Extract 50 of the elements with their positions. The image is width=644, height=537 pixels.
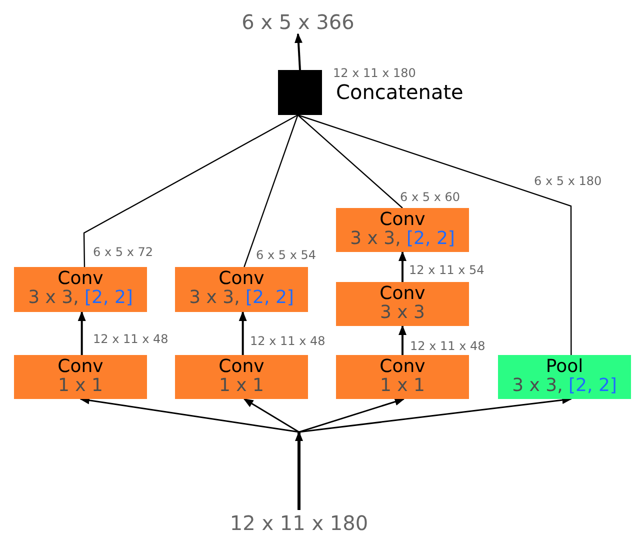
edge-label: 12 x 11 x 48 bbox=[93, 333, 168, 345]
layer-name: Conv bbox=[378, 211, 426, 229]
edge-label: 6 x 5 x 72 bbox=[93, 246, 153, 258]
edge-label: 6 x 5 x 180 bbox=[534, 175, 602, 187]
kernel-size: 1 x 1 bbox=[58, 375, 103, 396]
kernel-size: 1 x 1 bbox=[219, 375, 264, 396]
layer-name: Conv bbox=[56, 270, 104, 288]
arrow bbox=[398, 251, 406, 282]
layer-box bbox=[14, 267, 147, 312]
tensor-size-label: 6 x 5 x 366 bbox=[238, 12, 358, 34]
arrow bbox=[78, 311, 86, 355]
layer-box bbox=[175, 267, 308, 312]
kernel-size: 3 x 3, bbox=[350, 228, 401, 249]
connector-line bbox=[297, 114, 403, 208]
edge-label: 6 x 5 x 60 bbox=[400, 191, 460, 203]
layer-box bbox=[336, 208, 469, 252]
layer-name: Conv bbox=[378, 358, 426, 376]
stride: [2, 2] bbox=[406, 228, 455, 249]
edge-label: 12 x 11 x 48 bbox=[250, 335, 326, 347]
kernel-size: 3 x 3, bbox=[189, 287, 240, 308]
kernel-size: 3 x 3, bbox=[28, 287, 79, 308]
stride: [2, 2] bbox=[246, 287, 294, 308]
layer-name: Conv bbox=[56, 358, 104, 376]
edge-label: 12 x 11 x 54 bbox=[409, 264, 484, 276]
connector-line bbox=[244, 114, 298, 268]
layer-box bbox=[336, 282, 469, 326]
tensor-size-label: 12 x 11 x 180 bbox=[226, 513, 372, 535]
kernel-size: 3 x 3, bbox=[512, 375, 563, 396]
arrow bbox=[398, 325, 406, 355]
layer-name: Conv bbox=[218, 270, 266, 288]
arrow bbox=[294, 33, 302, 70]
layer-name: Conv bbox=[378, 285, 426, 303]
node-caption: Concatenate bbox=[336, 82, 464, 102]
layer-box bbox=[336, 355, 469, 399]
layer-name: Pool bbox=[544, 358, 584, 376]
edge-label: 6 x 5 x 54 bbox=[256, 249, 316, 261]
stride: [2, 2] bbox=[84, 287, 133, 308]
layer-name: Conv bbox=[218, 358, 266, 376]
size-label: 12 x 11 x 180 bbox=[333, 67, 416, 79]
edge-label: 12 x 11 x 48 bbox=[410, 340, 486, 352]
layer-box bbox=[498, 355, 631, 399]
layer-box bbox=[175, 355, 308, 399]
kernel-size: 1 x 1 bbox=[380, 375, 425, 396]
connector-line bbox=[83, 114, 298, 267]
arrow bbox=[238, 311, 247, 355]
concatenate-block bbox=[278, 70, 322, 115]
stride: [2, 2] bbox=[568, 375, 617, 396]
connector-line bbox=[298, 114, 572, 355]
kernel-size: 3 x 3 bbox=[380, 302, 425, 323]
layer-box bbox=[14, 355, 147, 399]
